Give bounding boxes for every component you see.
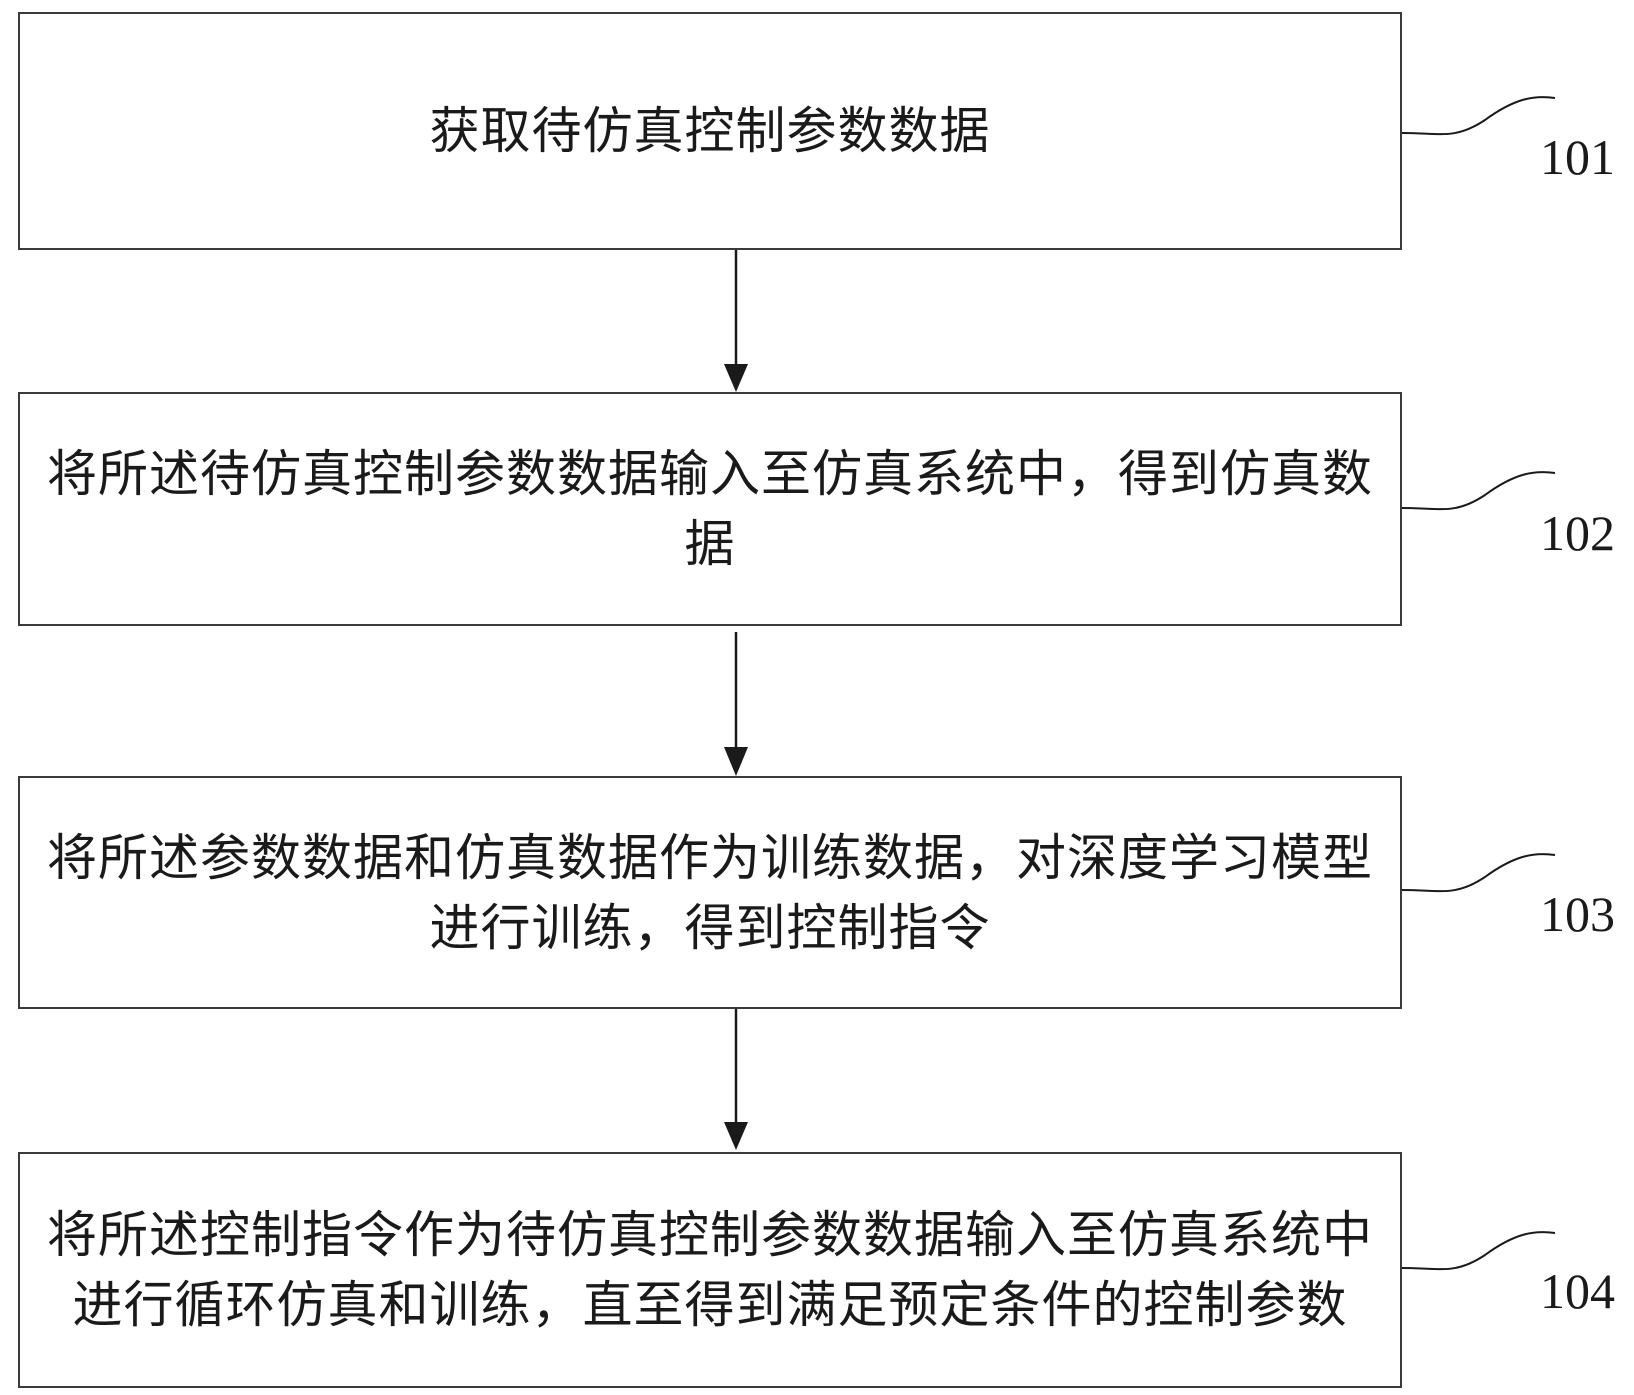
leader-curve-104 (1401, 1231, 1556, 1271)
arrow-103-to-104 (724, 1009, 748, 1150)
step-label-102: 102 (1540, 505, 1615, 561)
step-box-103: 将所述参数数据和仿真数据作为训练数据，对深度学习模型进行训练，得到控制指令 (18, 776, 1402, 1009)
leader-curve-102 (1401, 471, 1556, 511)
step-box-104: 将所述控制指令作为待仿真控制参数数据输入至仿真系统中进行循环仿真和训练，直至得到… (18, 1152, 1402, 1388)
step-label-104: 104 (1540, 1263, 1615, 1319)
step-box-101: 获取待仿真控制参数数据 (18, 12, 1402, 250)
step-label-101: 101 (1540, 129, 1615, 185)
step-text-103: 将所述参数数据和仿真数据作为训练数据，对深度学习模型进行训练，得到控制指令 (47, 828, 1373, 957)
leader-curve-101 (1401, 96, 1556, 136)
step-text-104: 将所述控制指令作为待仿真控制参数数据输入至仿真系统中进行循环仿真和训练，直至得到… (47, 1206, 1373, 1334)
step-text-101: 获取待仿真控制参数数据 (429, 102, 991, 160)
arrow-102-to-103 (724, 632, 748, 776)
step-text-102: 将所述待仿真控制参数数据输入至仿真系统中，得到仿真数据 (47, 445, 1373, 573)
arrow-101-to-102 (724, 250, 748, 392)
leader-curve-103 (1401, 853, 1556, 893)
step-label-103: 103 (1540, 886, 1615, 942)
step-box-102: 将所述待仿真控制参数数据输入至仿真系统中，得到仿真数据 (18, 392, 1402, 626)
